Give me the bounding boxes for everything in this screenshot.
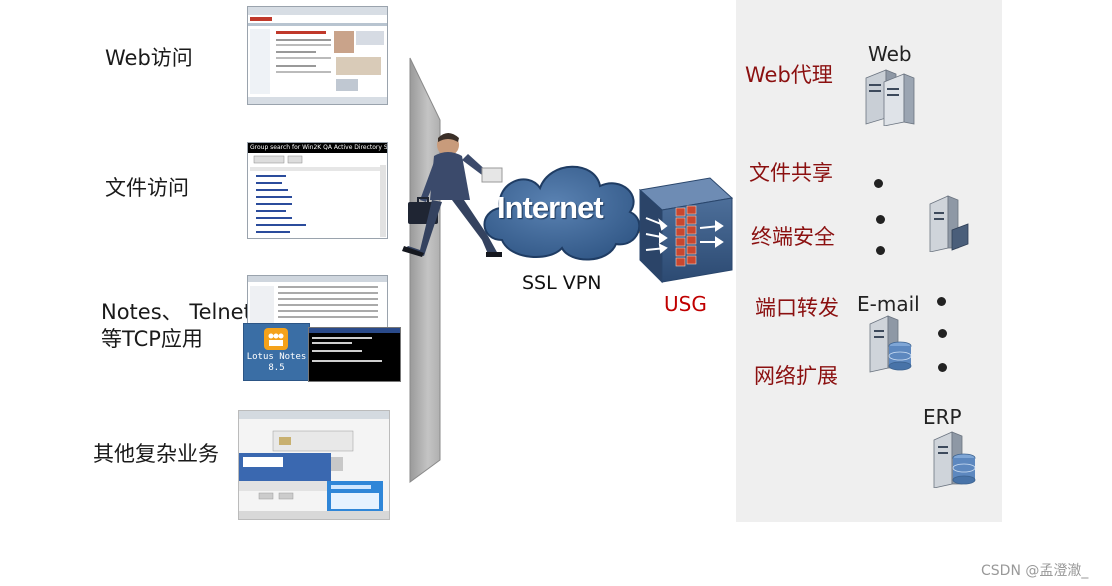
- label-tcp-apps: 等TCP应用: [101, 327, 203, 351]
- notes-window-preview: [248, 276, 387, 326]
- complex-business-thumbnail: [238, 410, 390, 520]
- lotus-notes-tile: Lotus Notes 8.5: [243, 323, 310, 381]
- service-file-share: 文件共享: [749, 161, 833, 185]
- lotus-notes-icon: [264, 328, 288, 350]
- service-network-extend: 网络扩展: [754, 364, 838, 388]
- server-label-erp: ERP: [923, 405, 962, 429]
- network-diagram: [402, 57, 734, 483]
- label-other-business: 其他复杂业务: [93, 442, 219, 466]
- internet-cloud-label: Internet: [497, 190, 604, 225]
- service-terminal-security: 终端安全: [751, 225, 835, 249]
- web-page-thumbnail: [247, 6, 388, 105]
- web-page-preview: [248, 7, 387, 104]
- dot-6: [938, 363, 947, 372]
- label-notes-telnet: Notes、 Telnet: [101, 300, 252, 324]
- usg-label: USG: [664, 292, 707, 316]
- telnet-console-preview: [309, 328, 400, 362]
- telnet-console-thumbnail: [308, 327, 401, 382]
- dot-1: [874, 179, 883, 188]
- file-browser-header: Group search for Win2K QA Active Directo…: [248, 143, 387, 153]
- dot-3: [876, 246, 885, 255]
- mobile-user-figure: [402, 133, 503, 257]
- web-server-icon: [865, 69, 915, 126]
- dot-5: [938, 329, 947, 338]
- dot-2: [876, 215, 885, 224]
- ssl-vpn-label: SSL VPN: [522, 272, 602, 294]
- csdn-watermark: CSDN @孟澄澈_: [981, 563, 1089, 579]
- internet-cloud-icon: [483, 165, 641, 261]
- email-server-icon: [869, 315, 912, 373]
- complex-business-preview: [239, 411, 389, 519]
- dot-4: [937, 297, 946, 306]
- file-browser-thumbnail: Group search for Win2K QA Active Directo…: [247, 142, 388, 239]
- label-web-access: Web访问: [105, 46, 193, 70]
- terminal-server-icon: [929, 195, 969, 252]
- lotus-notes-version: 8.5: [268, 363, 285, 373]
- lotus-notes-label: Lotus Notes: [246, 352, 307, 362]
- file-list-preview: [250, 155, 386, 237]
- label-file-access: 文件访问: [105, 176, 189, 200]
- service-web-proxy: Web代理: [745, 63, 833, 87]
- server-label-email: E-mail: [857, 292, 920, 316]
- firewall-wall: [409, 57, 441, 483]
- erp-server-icon: [933, 431, 976, 488]
- notes-window-thumbnail: [247, 275, 388, 330]
- service-port-forward: 端口转发: [755, 296, 839, 320]
- usg-firewall-icon: [638, 177, 734, 284]
- server-label-web: Web: [868, 42, 912, 66]
